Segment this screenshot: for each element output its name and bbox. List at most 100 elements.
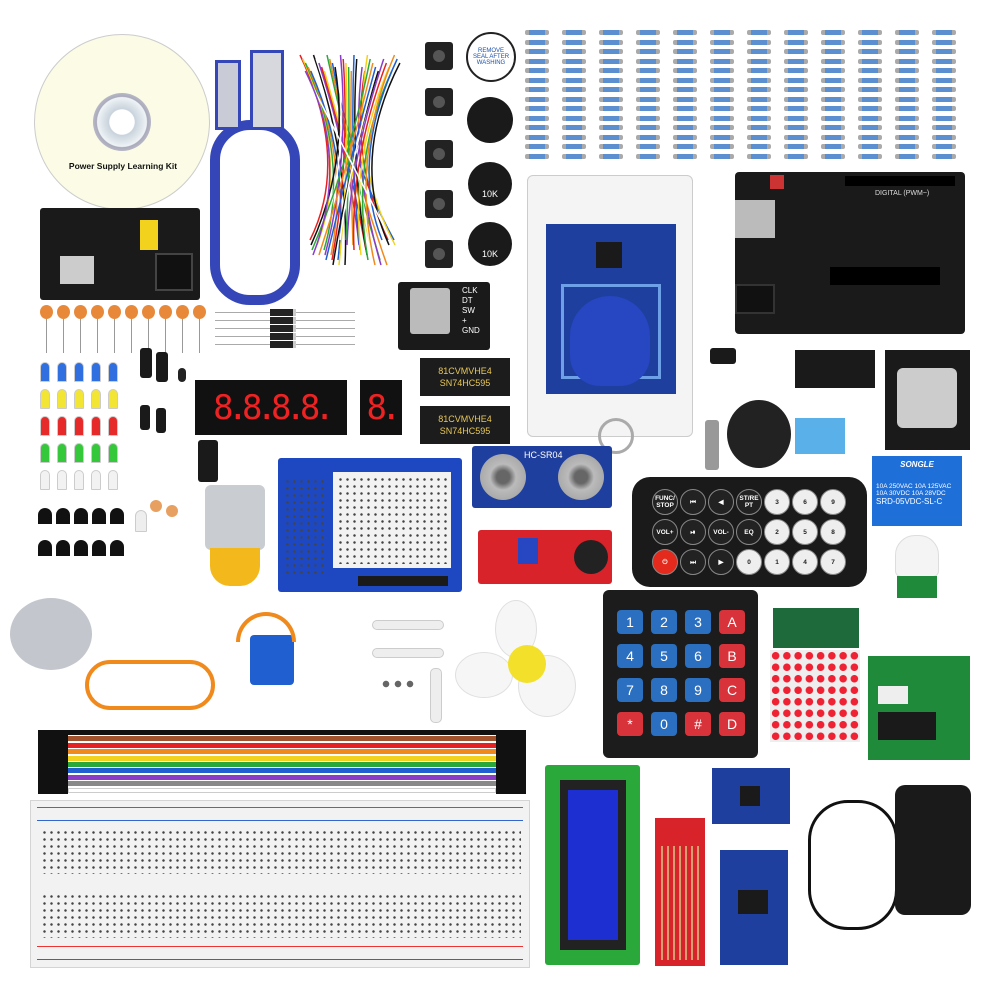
remote-button[interactable]: 8: [820, 519, 846, 545]
resistor: [821, 77, 845, 83]
keypad-key[interactable]: 3: [685, 610, 711, 634]
remote-button[interactable]: VOL-: [708, 519, 734, 545]
led: [91, 416, 101, 436]
resistor: [562, 58, 586, 64]
push-button: [425, 88, 453, 116]
sound-sensor-module: [478, 530, 612, 584]
ribbon-jumper-wires: [38, 730, 526, 796]
remote-button[interactable]: 1: [764, 549, 790, 575]
relay-model: SRD-05VDC-SL-C: [876, 497, 943, 506]
remote-button[interactable]: 3: [764, 489, 790, 515]
remote-button[interactable]: ⏻: [652, 549, 678, 575]
lcd-screen: [568, 790, 618, 940]
resistor: [636, 39, 660, 45]
remote-button[interactable]: ⏭: [680, 549, 706, 575]
remote-button[interactable]: 4: [792, 549, 818, 575]
jumper-wire: [365, 54, 396, 266]
jumper-wire: [371, 62, 401, 246]
keypad-key[interactable]: 1: [617, 610, 643, 634]
remote-button[interactable]: ST/REPT: [736, 489, 762, 515]
resistor: [821, 58, 845, 64]
jumper-wire: [317, 70, 342, 251]
dc-jack: [155, 253, 193, 291]
keypad-key[interactable]: B: [719, 644, 745, 668]
keypad-key[interactable]: 4: [617, 644, 643, 668]
remote-button[interactable]: ◀: [708, 489, 734, 515]
usb-a-plug: [250, 50, 284, 130]
servo-horn: [430, 668, 442, 723]
module-chip: [738, 890, 768, 914]
keypad-key[interactable]: 9: [685, 678, 711, 702]
servo-horn: [372, 620, 444, 630]
terminal-strip: [41, 829, 521, 874]
resistor: [932, 153, 956, 159]
remote-button[interactable]: ⏯: [680, 519, 706, 545]
buzzer-seal: REMOVE SEAL AFTER WASHING: [466, 32, 516, 82]
capacitor-lead: [97, 319, 98, 353]
resistor: [599, 134, 623, 140]
keypad-key[interactable]: #: [685, 712, 711, 736]
ribbon-wire: [68, 781, 496, 787]
resistor: [710, 106, 734, 111]
remote-button[interactable]: ⏮: [680, 489, 706, 515]
relay-rating: 10A 30VDC 10A 28VDC: [876, 490, 946, 497]
resistor: [895, 115, 919, 121]
pin-label: CLK: [462, 286, 478, 295]
resistor: [784, 125, 808, 130]
resistor: [747, 77, 771, 83]
resistor: [636, 134, 660, 140]
keypad-key[interactable]: 2: [651, 610, 677, 634]
ribbon-wire: [68, 762, 496, 767]
resistor: [673, 153, 697, 159]
resistor: [821, 87, 845, 92]
resistor: [747, 134, 771, 140]
ultrasonic-label: HC-SR04: [524, 450, 563, 460]
remote-button[interactable]: 9: [820, 489, 846, 515]
keypad-key[interactable]: C: [719, 678, 745, 702]
resistor: [599, 115, 623, 121]
transistor: [56, 540, 70, 556]
ribbon-wire: [68, 774, 496, 780]
ribbon-wire: [68, 768, 496, 774]
keypad-key[interactable]: 5: [651, 644, 677, 668]
resistor: [821, 30, 845, 35]
resistor: [525, 144, 549, 149]
remote-button[interactable]: VOL+: [652, 519, 678, 545]
jumper-wire: [318, 62, 374, 256]
remote-button[interactable]: 0: [736, 549, 762, 575]
remote-button[interactable]: ▶: [708, 549, 734, 575]
tilt-switch: [198, 440, 218, 482]
ribbon-wire: [68, 787, 496, 793]
keypad-key[interactable]: *: [617, 712, 643, 736]
key-ring: [598, 418, 634, 454]
usb-port: [60, 256, 94, 284]
keypad-key[interactable]: D: [719, 712, 745, 736]
keypad-key[interactable]: 0: [651, 712, 677, 736]
jumper-wire: [304, 70, 331, 256]
resistor: [932, 87, 956, 92]
remote-button[interactable]: 7: [820, 549, 846, 575]
resistor: [710, 125, 734, 130]
resistor: [784, 87, 808, 92]
keypad-key[interactable]: 8: [651, 678, 677, 702]
resistor: [932, 144, 956, 149]
keypad-key[interactable]: 7: [617, 678, 643, 702]
resistor: [895, 58, 919, 64]
remote-button[interactable]: FUNC/STOP: [652, 489, 678, 515]
resistor: [747, 87, 771, 92]
keypad-key[interactable]: A: [719, 610, 745, 634]
keypad-key[interactable]: 6: [685, 644, 711, 668]
remote-button[interactable]: 2: [764, 519, 790, 545]
remote-button[interactable]: 6: [792, 489, 818, 515]
pin-label: SW: [462, 306, 475, 315]
push-button: [425, 190, 453, 218]
remote-button[interactable]: EQ: [736, 519, 762, 545]
electrolytic-capacitor: [140, 348, 152, 378]
resistor: [784, 106, 808, 111]
power-rail: [37, 946, 523, 960]
header-pins: [358, 576, 448, 586]
resistor: [599, 96, 623, 102]
ceramic-capacitor: [193, 305, 206, 319]
remote-button[interactable]: 5: [792, 519, 818, 545]
